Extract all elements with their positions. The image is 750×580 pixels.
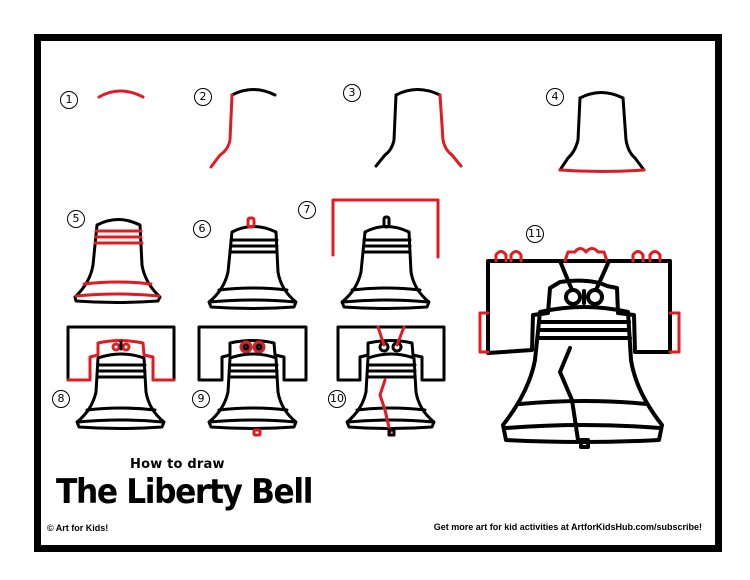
step-1-drawing — [97, 89, 145, 99]
step-8-drawing — [66, 325, 176, 430]
subscribe-link[interactable]: Get more art for kid activities at Artfo… — [433, 522, 702, 532]
step-4-number: 4 — [546, 88, 564, 106]
step-5-drawing — [73, 218, 162, 304]
step-10-number: 10 — [328, 390, 346, 408]
step-6-number: 6 — [193, 220, 211, 238]
step-2-number: 2 — [194, 88, 212, 106]
copyright-text: © Art for Kids! — [47, 523, 109, 533]
page-title: The Liberty Bell — [56, 472, 313, 512]
step-10-drawing — [336, 325, 446, 437]
subtitle: How to draw — [130, 457, 225, 472]
page-frame — [34, 34, 722, 552]
step-7-number: 7 — [298, 201, 316, 219]
step-4-drawing — [558, 91, 646, 173]
step-3-number: 3 — [343, 84, 361, 102]
step-6-drawing — [207, 216, 298, 310]
step-1-number: 1 — [60, 91, 78, 109]
step-11-drawing — [478, 247, 681, 449]
step-9-drawing — [197, 325, 308, 437]
step-9-number: 9 — [192, 390, 210, 408]
step-5-number: 5 — [67, 210, 85, 228]
step-2-drawing — [209, 88, 277, 169]
step-3-drawing — [374, 88, 463, 168]
step-8-number: 8 — [52, 390, 70, 408]
step-11-number: 11 — [526, 225, 544, 243]
step-7-drawing — [331, 198, 440, 310]
